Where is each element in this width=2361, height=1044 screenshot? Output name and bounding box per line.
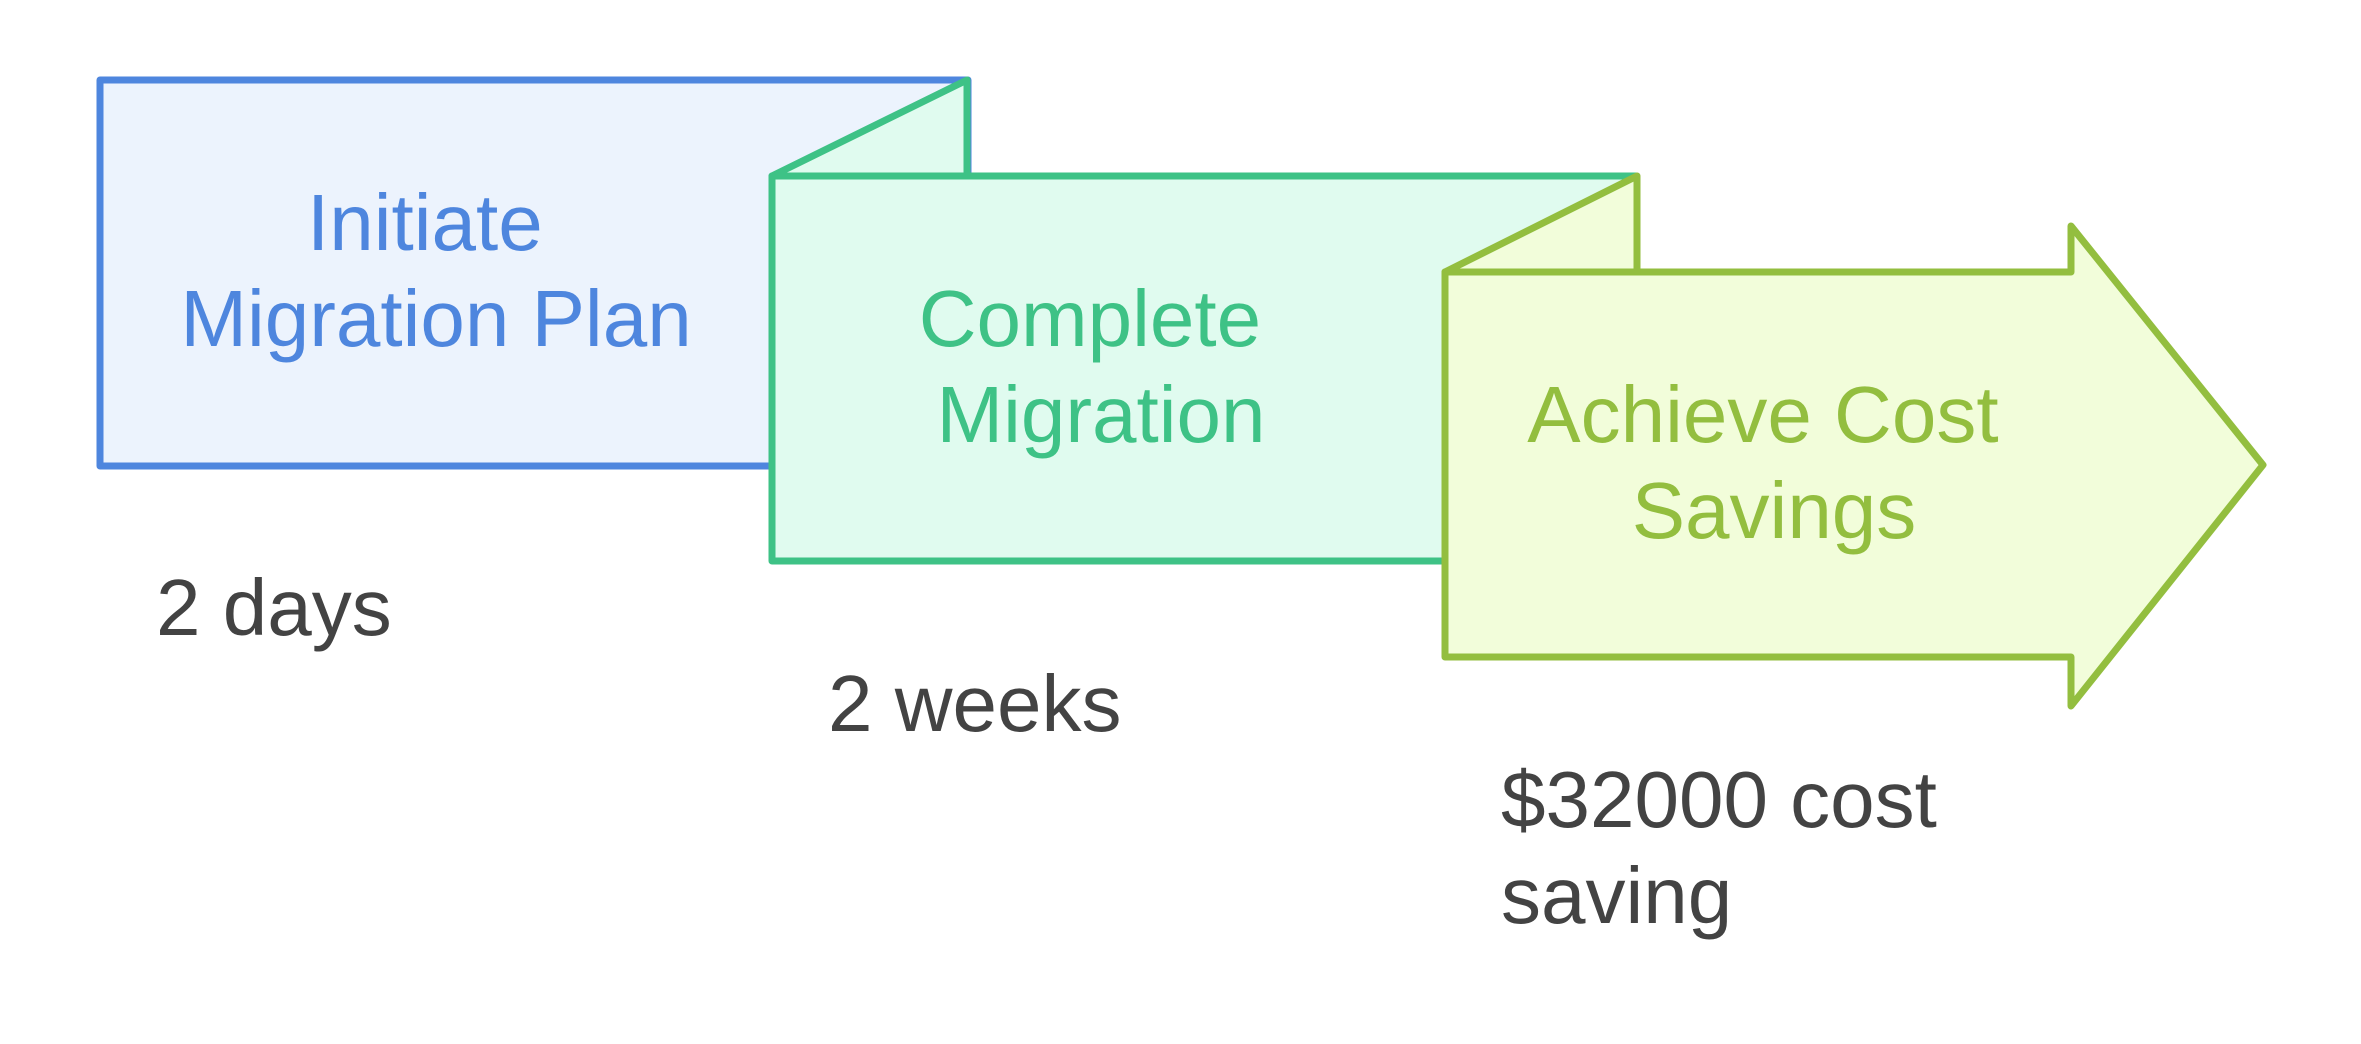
step-2-label-line-2: Migration (936, 370, 1265, 459)
step-1-label: Initiate Migration Plan (180, 178, 691, 363)
step-2-note: 2 weeks (828, 659, 1121, 748)
step-3-label-line-2: Savings (1632, 466, 1917, 555)
step-3-note-line-1: $32000 cost (1501, 755, 1937, 844)
step-1-note: 2 days (156, 563, 392, 652)
step-2-label: Complete Migration (919, 274, 1284, 459)
step-1-label-line-1: Initiate (307, 178, 543, 267)
step-3-note-line-2: saving (1501, 851, 1732, 940)
step-3-note: $32000 cost saving (1501, 755, 1959, 940)
step-1-label-line-2: Migration Plan (180, 274, 691, 363)
step-3-label-line-1: Achieve Cost (1527, 370, 1998, 459)
step-1-note-line-1: 2 days (156, 563, 392, 652)
step-3-arrow (1441, 222, 2267, 710)
step-2-label-line-1: Complete (919, 274, 1261, 363)
step-3-label: Achieve Cost Savings (1527, 370, 2021, 555)
step-2-note-line-1: 2 weeks (828, 659, 1121, 748)
step-achieve-cost-savings (1441, 172, 2267, 710)
